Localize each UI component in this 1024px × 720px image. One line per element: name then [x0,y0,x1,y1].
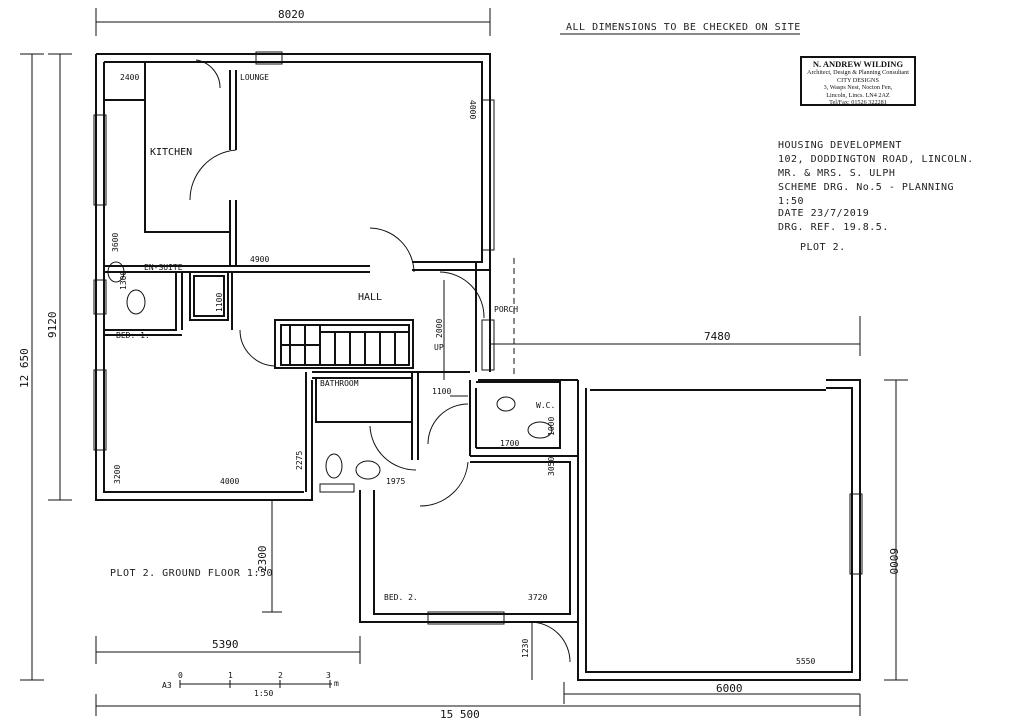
title-line2: CITY DESIGNS [837,76,879,84]
dim-left-9120: 9120 [46,312,59,339]
dim-ensuite-b: 1100 [215,293,224,312]
dim-offset-2300: 2300 [256,546,269,573]
project-line1: HOUSING DEVELOPMENT [778,140,902,151]
dim-ensuite-a: 1300 [119,271,128,290]
label-porch: PORCH [494,305,518,314]
label-bed1: BED. 1. [116,331,150,340]
scale-tick-2: 2 [278,671,283,680]
dim-kitchen-h: 3600 [111,233,120,252]
dim-porch-run: 7480 [704,330,731,343]
project-line2: 102, DODDINGTON ROAD, LINCOLN. [778,154,974,165]
dimension-lines [20,8,908,716]
site-check-note: ALL DIMENSIONS TO BE CHECKED ON SITE [566,22,801,33]
dim-bottom-1230: 1230 [521,639,530,658]
dim-bed2-h: 3050 [547,457,556,476]
project-line5: 1:50 [778,196,804,207]
scale-ratio: 1:50 [254,689,273,698]
dim-bottom-5390: 5390 [212,638,239,651]
project-line3: MR. & MRS. S. ULPH [778,168,895,179]
title-block: N. ANDREW WILDING Architect, Design & Pl… [800,56,916,106]
title-line4: Lincoln, Lincs. LN4 2AZ [826,91,890,99]
scale-bar [179,33,800,688]
dim-top-width: 8020 [278,8,305,21]
dim-lounge-w: 4900 [250,255,269,264]
windows [93,51,863,625]
scale-tick-3: 3 [326,671,331,680]
dim-garage-w: 6000 [716,682,743,695]
title-line5: Tel/Fax: 01526 322281 [829,99,887,107]
scale-paper: A3 [162,681,172,690]
title-line3: 3, Wasps Nest, Nocton Fen, [823,84,893,92]
project-line4: SCHEME DRG. No.5 - PLANNING [778,182,954,193]
label-bed2: BED. 2. [384,593,418,602]
dim-bed1-w: 4000 [220,477,239,486]
title-name: N. ANDREW WILDING [812,59,904,69]
dim-bed2-w: 3720 [528,593,547,602]
sanitaryware [107,261,553,493]
dim-wc-1700: 1700 [500,439,519,448]
dim-hall-2000: 2000 [435,319,444,338]
walls [95,53,861,681]
doors [189,59,571,663]
dim-wc-1000: 1000 [547,417,556,436]
scale-tick-0: 0 [178,671,183,680]
project-plot: PLOT 2. [800,242,846,253]
scale-tick-1: 1 [228,671,233,680]
label-hall: HALL [358,292,382,303]
dim-bath-2275: 2275 [295,451,304,470]
dim-garage-w-in: 5550 [796,657,815,666]
dim-bath-1975: 1975 [386,477,405,486]
dim-garage-h: 6000 [887,548,900,575]
project-line7: DRG. REF. 19.8.5. [778,222,889,233]
title-line1: Architect, Design & Planning Consultant [807,69,909,76]
scale-unit: m [334,679,339,688]
label-bathroom: BATHROOM [320,379,359,388]
label-kitchen: KITCHEN [150,147,192,158]
dim-overall: 15 500 [440,708,480,720]
label-en-suite: EN-SUITE [144,263,183,272]
drawing-caption: PLOT 2. GROUND FLOOR 1:50 [110,568,273,579]
dim-lounge-d: 4000 [468,100,477,119]
project-line6: DATE 23/7/2019 [778,208,869,219]
label-lounge: LOUNGE [240,73,269,82]
label-wc: W.C. [536,401,555,410]
label-up: UP [434,343,444,352]
dim-bed1-h: 3200 [113,465,122,484]
dim-bath-1100: 1100 [432,387,451,396]
dim-kitchen-w: 2400 [120,73,139,82]
dim-left-12650: 12 650 [18,348,31,388]
